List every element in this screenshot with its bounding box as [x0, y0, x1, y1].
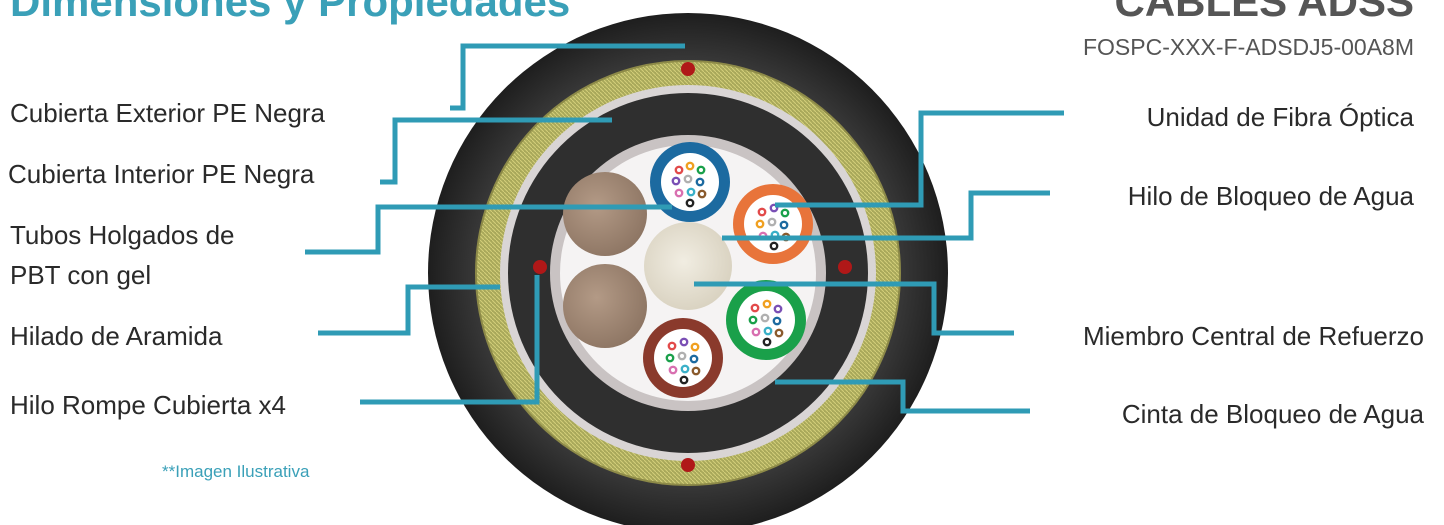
label-outer-jacket: Cubierta Exterior PE Negra — [10, 98, 326, 128]
aramid-edge — [475, 60, 901, 486]
label-ripcord: Hilo Rompe Cubierta x4 — [10, 390, 287, 420]
label-water-yarn: Hilo de Bloqueo de Agua — [1127, 181, 1414, 211]
ripcord-bottom — [681, 458, 695, 472]
leader-inner-jacket — [380, 117, 612, 185]
filler-rod — [563, 172, 647, 256]
label-loose-tubes-1: Tubos Holgados de — [10, 220, 235, 250]
cable — [428, 13, 948, 525]
label-fiber-unit: Unidad de Fibra Óptica — [1146, 102, 1414, 132]
page-title: Dimensiones y Propiedades — [10, 0, 571, 25]
ripcord-left — [533, 260, 547, 274]
leader-fiber-unit — [775, 110, 1064, 208]
leader-outer-jacket — [450, 43, 685, 111]
central-strength-member — [644, 222, 732, 310]
ripcord-top — [681, 62, 695, 76]
leader-aramid — [318, 284, 500, 336]
label-aramid: Hilado de Aramida — [10, 321, 223, 351]
label-inner-jacket: Cubierta Interior PE Negra — [8, 159, 315, 189]
leader-ripcord — [360, 275, 540, 405]
label-central-member: Miembro Central de Refuerzo — [1082, 321, 1424, 351]
leader-water-tape — [775, 379, 1030, 414]
label-loose-tubes-2: PBT con gel — [10, 260, 152, 290]
fibers — [665, 161, 791, 385]
leader-lines — [305, 43, 1064, 414]
illustrative-note: **Imagen Ilustrativa — [162, 462, 310, 481]
leader-central-member — [694, 281, 1014, 336]
ripcord-right — [838, 260, 852, 274]
label-water-tape: Cinta de Bloqueo de Agua — [1121, 399, 1424, 429]
leader-water-yarn — [722, 190, 1050, 241]
leader-loose-tubes — [305, 204, 672, 255]
product-title: CABLES ADSS — [1114, 0, 1414, 25]
model-code: FOSPC-XXX-F-ADSDJ5-00A8M — [1082, 34, 1414, 60]
filler-rod — [563, 264, 647, 348]
